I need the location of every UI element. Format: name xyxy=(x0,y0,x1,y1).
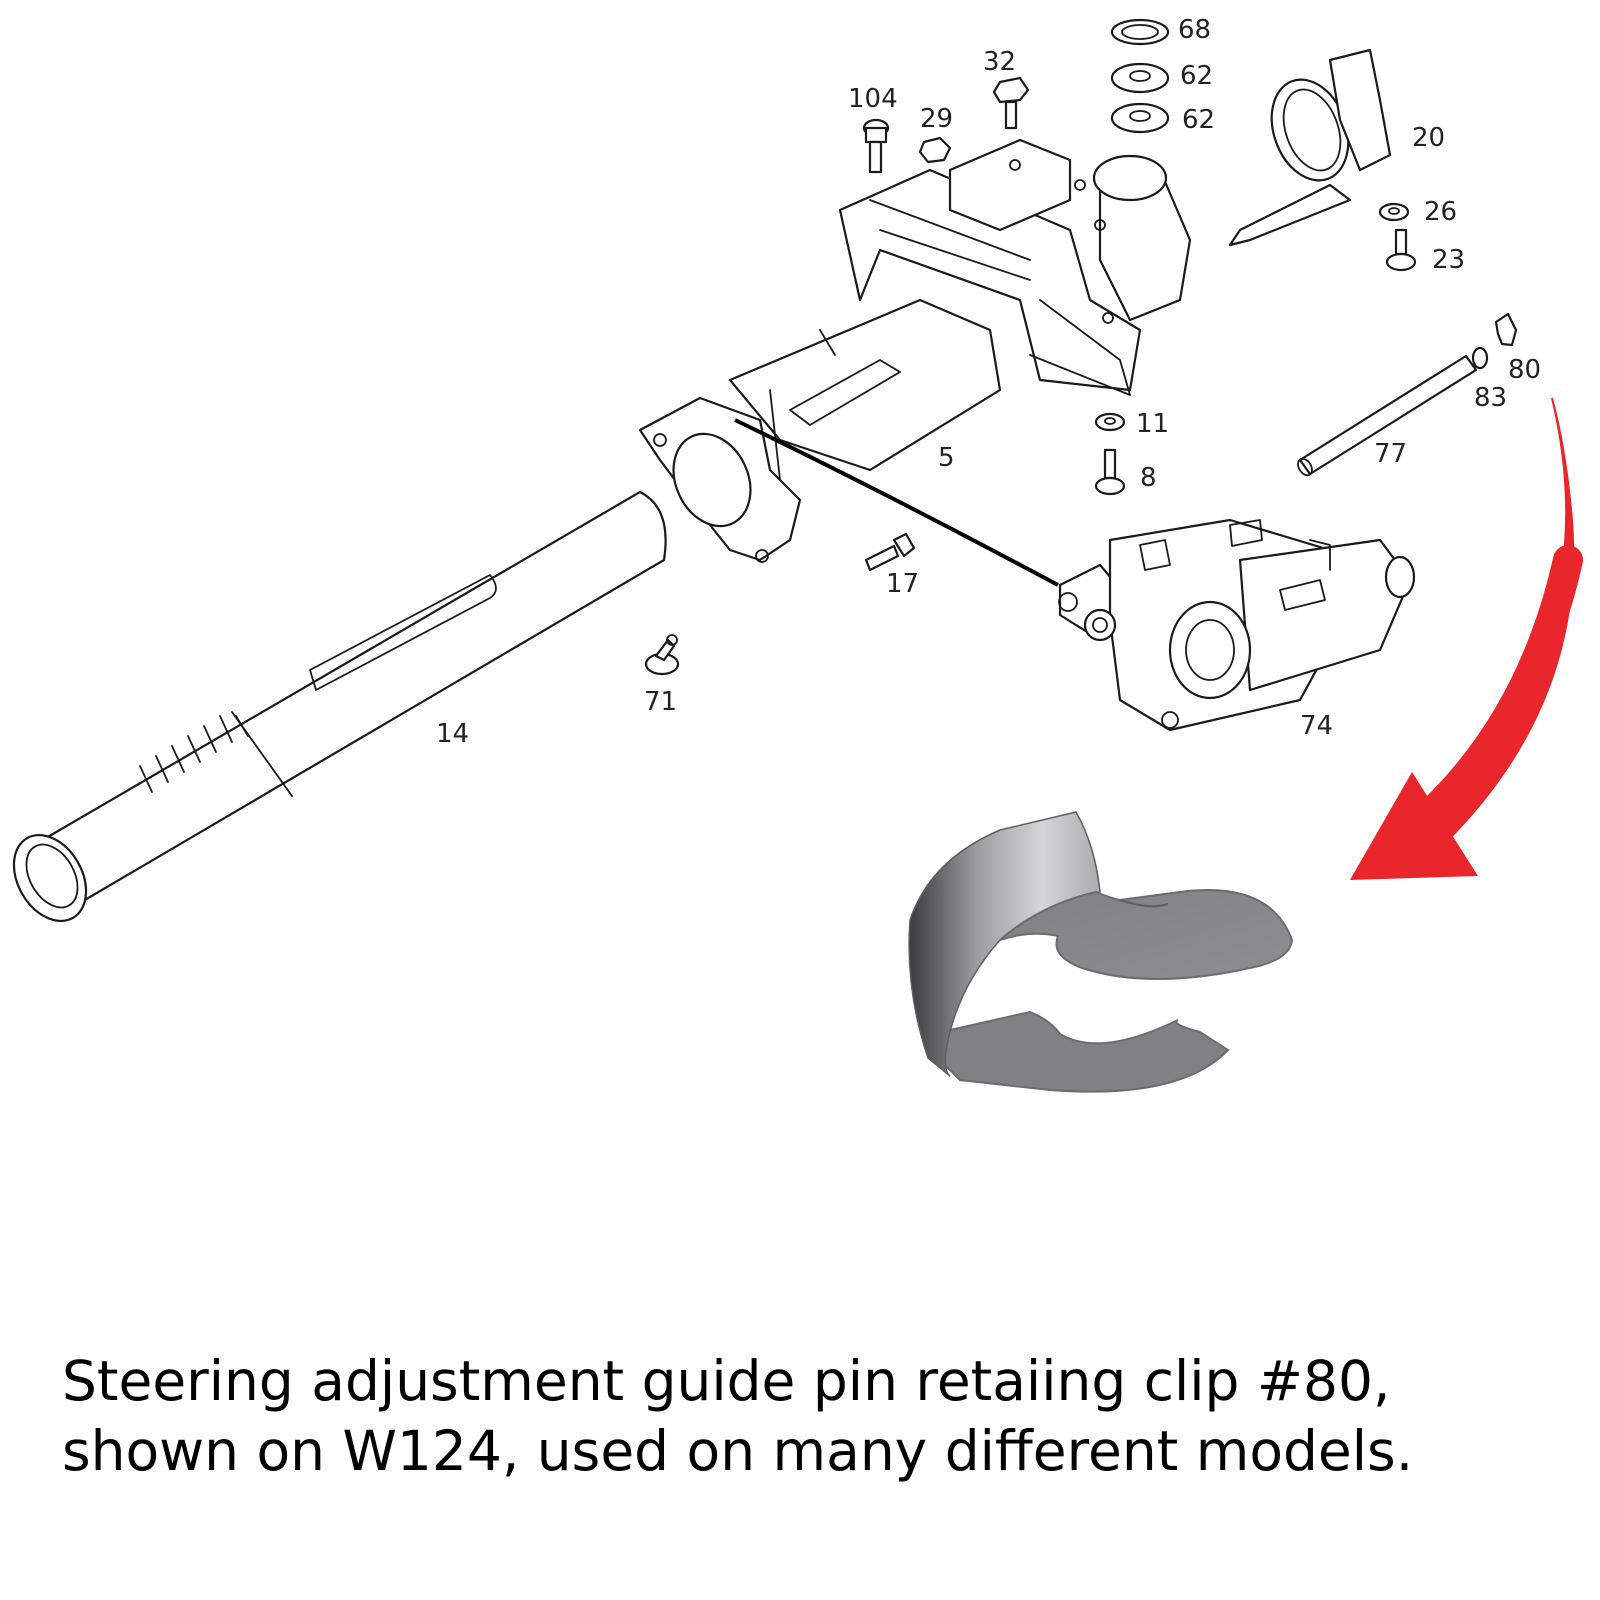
column-housing xyxy=(638,138,1192,563)
label-77: 77 xyxy=(1374,439,1407,469)
bolt-32 xyxy=(992,76,1030,130)
adjustment-motor xyxy=(1058,518,1416,732)
label-104: 104 xyxy=(848,84,898,114)
label-5: 5 xyxy=(938,443,955,473)
label-29: 29 xyxy=(920,104,953,134)
label-83: 83 xyxy=(1474,383,1507,413)
screw-23 xyxy=(1385,228,1417,272)
nut-29 xyxy=(918,136,952,164)
steering-shaft-tube xyxy=(12,490,667,923)
caption: Steering adjustment guide pin retaiing c… xyxy=(62,1346,1562,1486)
label-80: 80 xyxy=(1508,355,1541,385)
bolt-104 xyxy=(862,118,890,174)
label-62-upper: 62 xyxy=(1180,61,1213,91)
retaining-clip-enlarged xyxy=(908,811,1294,1093)
bolt-17 xyxy=(864,532,916,572)
column-clamp-bracket xyxy=(1228,48,1392,247)
caption-line-2: shown on W124, used on many different mo… xyxy=(62,1419,1414,1483)
label-20: 20 xyxy=(1412,123,1445,153)
washer-26 xyxy=(1378,202,1410,222)
washer-11 xyxy=(1094,412,1126,432)
retaining-clip-small xyxy=(1494,312,1518,347)
label-23: 23 xyxy=(1432,245,1465,275)
washer-62-lower xyxy=(1110,102,1170,134)
label-71: 71 xyxy=(644,687,677,717)
label-8: 8 xyxy=(1140,463,1157,493)
label-32: 32 xyxy=(983,47,1016,77)
washer-83 xyxy=(1471,346,1489,370)
label-68: 68 xyxy=(1178,15,1211,45)
red-arrow xyxy=(1350,397,1583,880)
screw-8 xyxy=(1094,448,1126,496)
label-17: 17 xyxy=(886,569,919,599)
snap-ring xyxy=(1110,18,1170,46)
caption-line-1: Steering adjustment guide pin retaiing c… xyxy=(62,1349,1391,1413)
label-26: 26 xyxy=(1424,197,1457,227)
label-14: 14 xyxy=(436,719,469,749)
label-62-lower: 62 xyxy=(1182,105,1215,135)
washer-62-upper xyxy=(1110,62,1170,94)
push-pin-71 xyxy=(644,634,680,676)
label-74: 74 xyxy=(1300,711,1333,741)
leader-curve xyxy=(734,418,1059,587)
label-11: 11 xyxy=(1136,409,1169,439)
guide-pin xyxy=(1297,354,1478,477)
